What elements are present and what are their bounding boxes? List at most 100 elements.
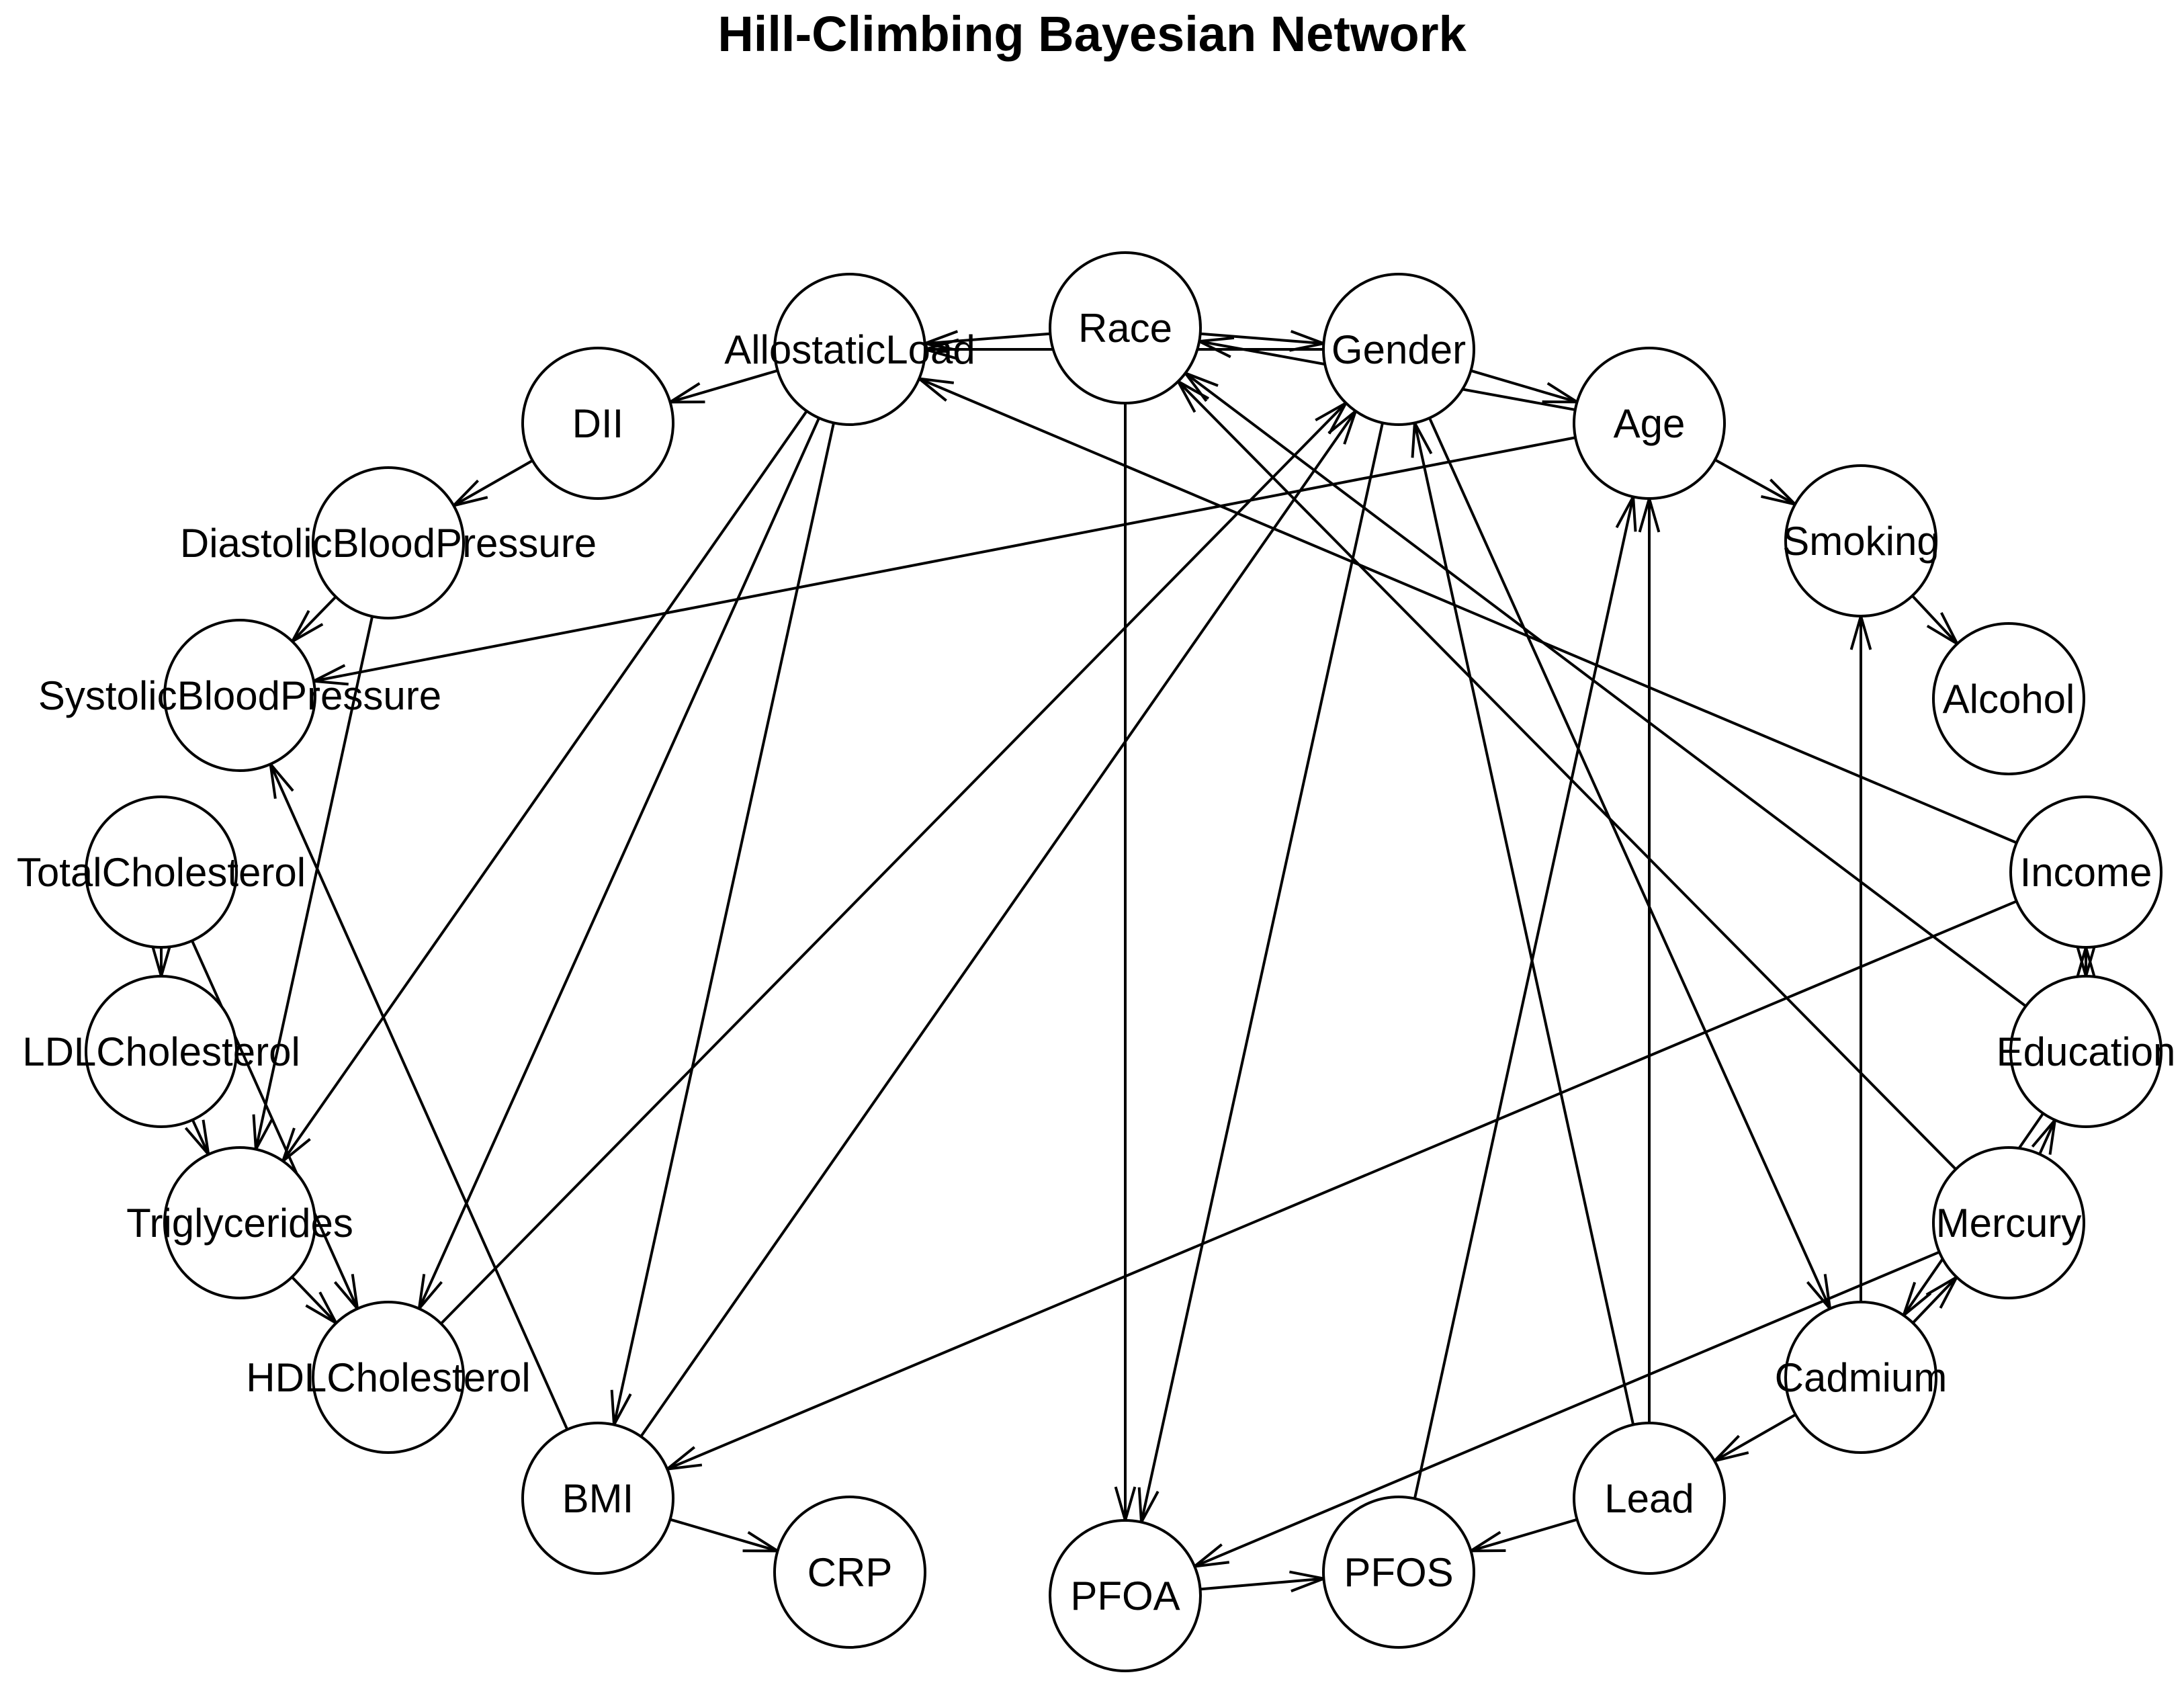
node-cadmium: Cadmium xyxy=(1775,1301,1948,1454)
node-label: AllostaticLoad xyxy=(724,327,975,372)
node-label: HDLCholesterol xyxy=(246,1355,531,1400)
node-circle xyxy=(312,466,465,619)
arrowhead xyxy=(914,376,955,402)
node-circle xyxy=(2009,975,2163,1128)
arrowhead xyxy=(268,759,294,800)
node-mercury: Mercury xyxy=(1932,1146,2085,1299)
node-circle xyxy=(521,1422,674,1575)
node-alcohol: Alcohol xyxy=(1932,622,2085,775)
node-label: TotalCholesterol xyxy=(17,850,306,895)
edge-bmi-to-crp xyxy=(669,1518,783,1553)
node-label: DII xyxy=(572,401,624,446)
edge-smoking-to-alcohol xyxy=(1911,595,1961,648)
node-triglycerides: Triglycerides xyxy=(126,1146,353,1299)
edge-ldlcholesterol-to-triglycerides xyxy=(184,1119,211,1159)
edge-lead-to-age xyxy=(1638,493,1661,1423)
edge-gender-to-cadmium xyxy=(1428,417,1833,1313)
node-crp: CRP xyxy=(773,1496,926,1649)
edge-gender-to-pfoa xyxy=(1137,422,1384,1527)
arrowhead xyxy=(417,1274,443,1313)
node-circle xyxy=(1784,464,1937,617)
edge-gender-to-age xyxy=(1470,369,1582,404)
arrowhead xyxy=(279,1127,311,1166)
node-label: SystolicBloodPressure xyxy=(38,673,441,718)
node-circle xyxy=(1322,273,1475,426)
node-label: Race xyxy=(1078,306,1172,351)
node-label: Income xyxy=(2020,850,2152,895)
node-circle xyxy=(1049,251,1202,404)
edge-lead-to-gender xyxy=(1411,418,1635,1425)
edge-race-to-pfoa xyxy=(1114,403,1137,1526)
node-systolic-blood-pressure: SystolicBloodPressure xyxy=(38,619,441,772)
node-label: Gender xyxy=(1331,327,1466,372)
node-gender: Gender xyxy=(1322,273,1475,426)
page-title: Hill-Climbing Bayesian Network xyxy=(717,6,1467,62)
edge-cadmium-to-lead xyxy=(1710,1413,1796,1464)
edge-pfoa-to-pfos xyxy=(1200,1570,1329,1593)
node-circle xyxy=(1932,1146,2085,1299)
node-dii: DII xyxy=(521,347,674,500)
node-circle xyxy=(521,347,674,500)
node-label: Smoking xyxy=(1782,519,1939,564)
edge-cadmium-to-smoking xyxy=(1849,611,1872,1302)
edge-age-to-smoking xyxy=(1714,458,1800,507)
node-circle xyxy=(1049,1519,1202,1672)
node-circle xyxy=(163,1146,316,1299)
arrowhead xyxy=(449,479,488,509)
edge-allostatic-load-to-bmi xyxy=(610,422,835,1430)
node-label: CRP xyxy=(807,1550,893,1595)
arrowhead xyxy=(1760,478,1800,507)
edge-race-to-gender xyxy=(1200,330,1329,352)
node-circle xyxy=(163,619,316,772)
arrowhead xyxy=(184,1119,211,1159)
node-label: LDLCholesterol xyxy=(22,1029,300,1074)
node-label: PFOA xyxy=(1070,1573,1180,1619)
node-income: Income xyxy=(2009,795,2163,949)
node-circle xyxy=(2009,795,2163,949)
node-circle xyxy=(1573,1422,1726,1575)
node-total-cholesterol: TotalCholesterol xyxy=(17,795,306,949)
node-bmi: BMI xyxy=(521,1422,674,1575)
nodes-layer: Race GenderAgeSmokingAlcoholIncomeEducati… xyxy=(17,251,2176,1672)
node-circle xyxy=(773,273,926,426)
node-circle xyxy=(85,975,238,1128)
node-label: Cadmium xyxy=(1775,1355,1948,1400)
node-education: Education xyxy=(1997,975,2176,1128)
node-circle xyxy=(1322,1496,1475,1649)
node-label: Triglycerides xyxy=(126,1201,353,1246)
node-pfos: PFOS xyxy=(1322,1496,1475,1649)
node-allostatic-load: AllostaticLoad xyxy=(724,273,975,426)
node-label: Mercury xyxy=(1936,1201,2082,1246)
edge-dii-to-diastolic-blood-pressure xyxy=(449,459,533,509)
edge-bmi-to-gender xyxy=(640,406,1359,1438)
node-race: Race xyxy=(1049,251,1202,404)
node-circle xyxy=(85,795,238,949)
edge-lead-to-pfos xyxy=(1466,1518,1578,1553)
node-label: PFOS xyxy=(1344,1550,1453,1595)
node-hdlcholesterol: HDLCholesterol xyxy=(246,1301,531,1454)
node-label: Education xyxy=(1997,1029,2176,1074)
node-circle xyxy=(773,1496,926,1649)
node-label: BMI xyxy=(562,1476,634,1521)
node-label: Alcohol xyxy=(1943,677,2075,722)
node-label: Age xyxy=(1614,401,1686,446)
edge-allostatic-load-to-dii xyxy=(665,369,779,404)
edge-triglycerides-to-hdlcholesterol xyxy=(291,1276,340,1327)
node-smoking: Smoking xyxy=(1782,464,1939,617)
arrowhead xyxy=(333,1274,360,1313)
node-pfoa: PFOA xyxy=(1049,1519,1202,1672)
edge-pfos-to-age xyxy=(1413,492,1637,1499)
node-ldlcholesterol: LDLCholesterol xyxy=(22,975,300,1128)
node-circle xyxy=(312,1301,465,1454)
node-circle xyxy=(1932,622,2085,775)
node-circle xyxy=(1784,1301,1937,1454)
node-label: DiastolicBloodPressure xyxy=(180,521,597,566)
arrowhead xyxy=(1190,1543,1230,1569)
node-age: Age xyxy=(1573,347,1726,500)
node-lead: Lead xyxy=(1573,1422,1726,1575)
arrowhead xyxy=(1710,1434,1749,1464)
edge-cadmium-to-mercury xyxy=(1911,1273,1960,1324)
node-label: Lead xyxy=(1604,1476,1694,1521)
edge-diastolic-blood-pressure-to-systolic-blood-pressure xyxy=(289,595,337,645)
